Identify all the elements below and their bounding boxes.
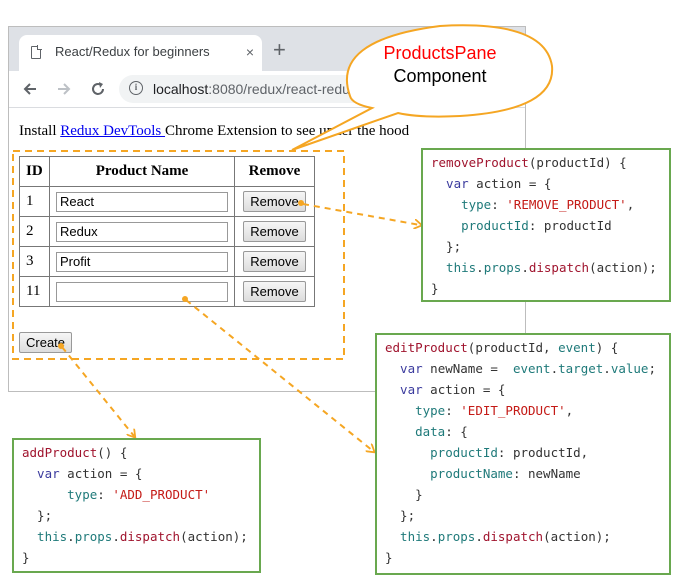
table-row: 2 Remove [19,216,315,247]
remove-arrow-dot [298,200,304,206]
table-row: 1 Remove [19,186,315,217]
table-row: 3 Remove [19,246,315,277]
code-line: var action = { [22,466,143,481]
code-line: } [22,550,30,565]
row-id: 11 [19,276,50,307]
reload-icon[interactable] [87,78,109,100]
new-tab-icon[interactable]: + [273,37,286,62]
code-line: this.props.dispatch(action); [385,529,611,544]
callout-title: ProductsPane [383,43,497,63]
component-dashed-box [12,150,345,360]
code-line: } [385,550,393,565]
code-line: } [385,487,423,502]
forward-arrow-icon[interactable] [53,78,75,100]
edit-arrow [185,299,373,451]
code-line: type: 'EDIT_PRODUCT', [385,403,574,418]
callout-subtitle: Component [393,66,487,86]
remove-product-code: removeProduct(productId) { var action = … [421,148,671,302]
table-header-row: ID Product Name Remove [19,156,315,187]
code-line: removeProduct(productId) { [431,155,627,170]
info-icon[interactable]: i [129,81,143,95]
remove-arrow [302,203,420,225]
code-line: this.props.dispatch(action); [22,529,248,544]
remove-button[interactable]: Remove [243,221,306,242]
remove-button[interactable]: Remove [243,191,306,212]
code-line: type: 'REMOVE_PRODUCT', [431,197,635,212]
tab-title: React/Redux for beginners [55,44,210,59]
remove-button[interactable]: Remove [243,281,306,302]
edit-arrow-dot [182,296,188,302]
close-icon[interactable]: × [245,44,254,60]
header-remove: Remove [234,156,315,187]
code-line: } [431,281,439,296]
product-name-input[interactable] [56,221,228,242]
url-text: localhost:8080/redux/react-redu [153,81,350,97]
callout-bubble [291,24,554,151]
code-line: editProduct(productId, event) { [385,340,619,355]
code-line: var action = { [431,176,552,191]
code-line: productId: productId [431,218,612,233]
add-arrow-dot [58,343,64,349]
code-line: var newName = event.target.value; [385,361,656,376]
code-line: var action = { [385,382,506,397]
add-product-code: addProduct() { var action = { type: 'ADD… [12,438,261,573]
document-icon [31,45,42,59]
code-line: data: { [385,424,468,439]
product-name-input[interactable] [56,251,228,272]
code-line: }; [431,239,462,254]
back-arrow-icon[interactable] [19,78,41,100]
code-line: this.props.dispatch(action); [431,260,657,275]
code-line: }; [385,508,416,523]
browser-tab[interactable]: React/Redux for beginners × [19,35,262,71]
code-line: productId: productId, [385,445,589,460]
code-line: addProduct() { [22,445,128,460]
redux-devtools-link[interactable]: Redux DevTools [60,123,166,139]
code-line: type: 'ADD_PRODUCT' [22,487,211,502]
remove-button[interactable]: Remove [243,251,306,272]
code-line: }; [22,508,53,523]
add-arrow [61,346,134,436]
product-name-input[interactable] [56,191,228,212]
code-line: productName: newName [385,466,581,481]
callout-text: ProductsPane Component [340,42,540,88]
edit-product-code: editProduct(productId, event) { var newN… [375,333,671,575]
